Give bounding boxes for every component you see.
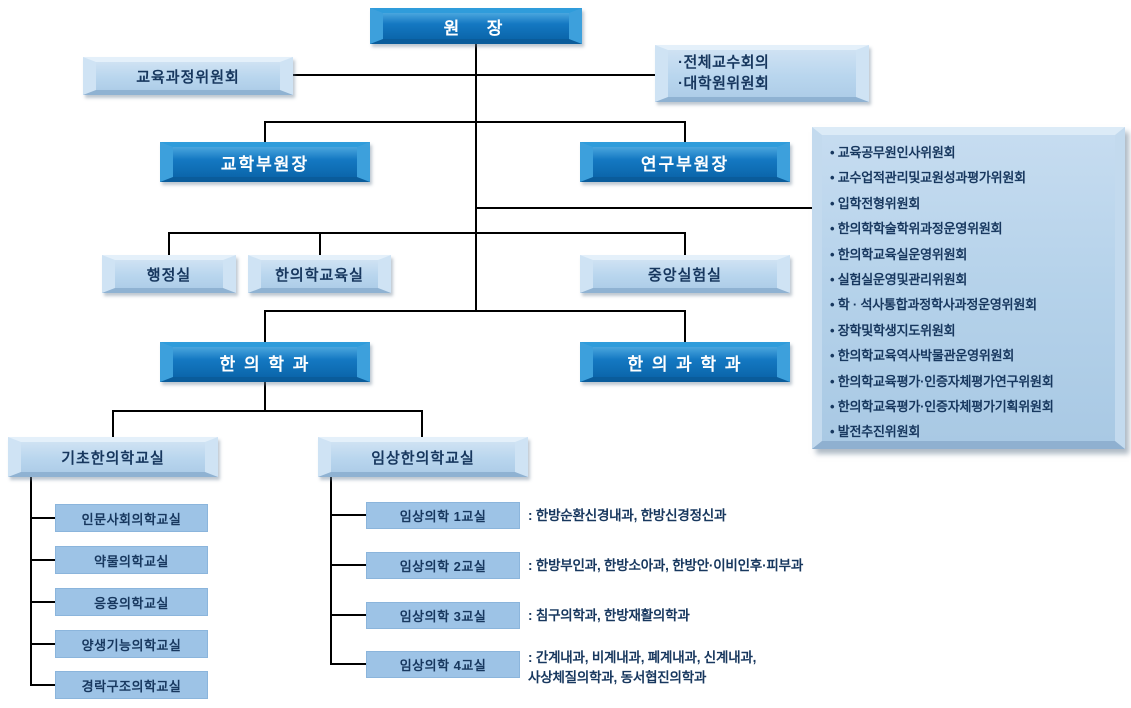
committee-list: 교육공무원인사위원회 교수업적관리및교원성과평가위원회 입학전형위원회 한의학학…	[822, 135, 1115, 445]
node-edu-office: 한의학교육실	[248, 255, 391, 293]
connector-line	[330, 477, 332, 665]
committee-panel: 교육공무원인사위원회 교수업적관리및교원성과평가위원회 입학전형위원회 한의학학…	[812, 127, 1125, 449]
node-basic-lab: 약물의학교실	[55, 546, 208, 574]
node-admin-office: 행정실	[102, 255, 236, 293]
connector-line	[264, 121, 266, 142]
node-basic-lab: 경락구조의학교실	[55, 671, 208, 699]
node-clinical-division: 임상한의학교실	[318, 437, 528, 477]
node-dept-korean-medical-science: 한 의 과 학 과	[580, 342, 790, 382]
node-basic-lab: 응용의학교실	[55, 588, 208, 616]
connector-line	[475, 43, 477, 310]
connector-line	[330, 564, 366, 566]
connector-line	[30, 643, 55, 645]
committee-item: 한의학학술학위과정운영위원회	[830, 216, 1115, 241]
clinical-lab-desc: : 침구의학과, 한방재활의학과	[528, 608, 690, 623]
committee-item: 한의학교육평가·인증자체평가연구위원회	[830, 369, 1115, 394]
connector-line	[30, 517, 55, 519]
connector-line	[684, 121, 686, 142]
committee-item: 입학전형위원회	[830, 191, 1115, 216]
committee-item: 교수업적관리및교원성과평가위원회	[830, 165, 1115, 190]
node-curriculum-committee: 교육과정위원회	[83, 57, 293, 95]
node-clinical-lab: 임상의학 1교실	[366, 502, 520, 529]
clinical-lab-desc: : 한방부인과, 한방소아과, 한방안·이비인후·피부과	[528, 558, 804, 573]
node-clinical-lab: 임상의학 2교실	[366, 552, 520, 579]
node-dept-korean-medicine: 한 의 학 과	[160, 342, 370, 382]
connector-line	[319, 232, 321, 255]
node-clinical-lab: 임상의학 4교실	[366, 651, 520, 678]
node-director: 원 장	[370, 8, 582, 44]
node-research-vice-dean: 연구부원장	[580, 142, 790, 182]
committee-item: 장학및학생지도위원회	[830, 318, 1115, 343]
connector-line	[475, 207, 812, 209]
clinical-lab-desc: : 간계내과, 비계내과, 폐계내과, 신계내과, 사상체질의학과, 동서협진의…	[528, 650, 757, 685]
connector-line	[30, 684, 55, 686]
connector-line	[30, 477, 32, 686]
connector-line	[30, 559, 55, 561]
connector-line	[168, 232, 170, 255]
committee-item: 학 · 석사통합과정학사과정운영위원회	[830, 292, 1115, 317]
node-basic-lab: 양생기능의학교실	[55, 630, 208, 658]
node-central-lab: 중앙실험실	[580, 255, 790, 293]
connector-line	[264, 310, 686, 312]
connector-line	[330, 614, 366, 616]
node-basic-division: 기초한의학교실	[8, 437, 218, 477]
connector-line	[168, 232, 686, 234]
committee-item: 실험실운영및관리위원회	[830, 267, 1115, 292]
node-clinical-lab: 임상의학 3교실	[366, 602, 520, 629]
committee-item: 교육공무원인사위원회	[830, 140, 1115, 165]
assembly-line-2: ·대학원위원회	[678, 74, 770, 92]
committee-item: 발전추진위원회	[830, 419, 1115, 444]
connector-line	[421, 410, 423, 437]
connector-line	[293, 74, 655, 76]
connector-line	[112, 410, 114, 437]
committee-item: 한의학교육역사박물관운영위원회	[830, 343, 1115, 368]
committee-item: 한의학교육실운영위원회	[830, 242, 1115, 267]
connector-line	[330, 663, 366, 665]
connector-line	[112, 410, 423, 412]
node-basic-lab: 인문사회의학교실	[55, 504, 208, 532]
node-academic-vice-dean: 교학부원장	[160, 142, 370, 182]
connector-line	[264, 121, 686, 123]
connector-line	[30, 601, 55, 603]
connector-line	[264, 382, 266, 410]
assembly-line-1: ·전체교수회의	[678, 54, 770, 72]
committee-item: 한의학교육평가·인증자체평가기획위원회	[830, 394, 1115, 419]
node-faculty-assembly: ·전체교수회의 ·대학원위원회	[655, 45, 869, 102]
connector-line	[684, 310, 686, 342]
connector-line	[684, 232, 686, 255]
clinical-lab-desc: : 한방순환신경내과, 한방신경정신과	[528, 508, 727, 523]
connector-line	[264, 310, 266, 342]
connector-line	[330, 514, 366, 516]
